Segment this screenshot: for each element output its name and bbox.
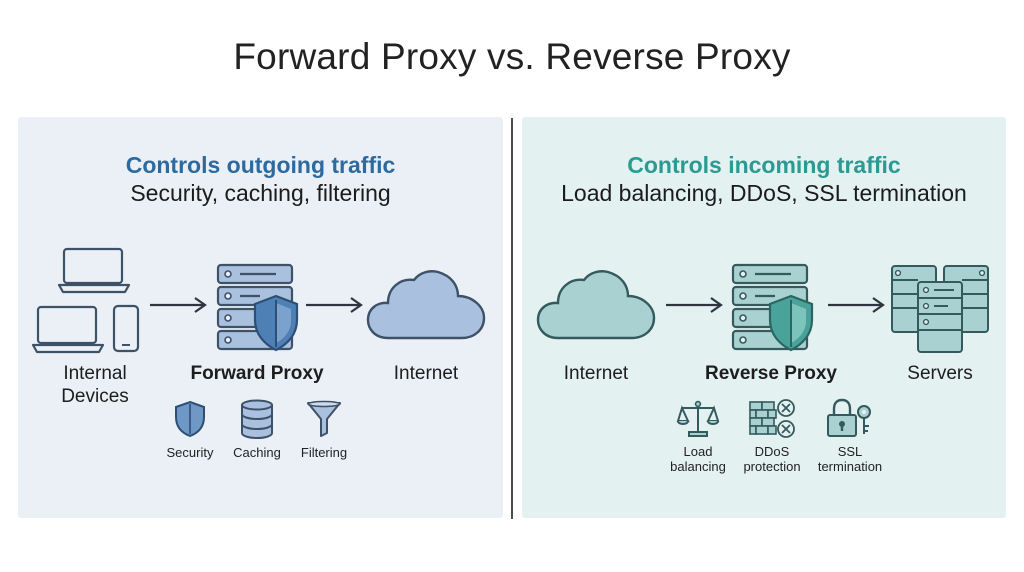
forward-heading: Controls outgoing traffic bbox=[125, 152, 396, 178]
reverse-proxy-label: Reverse Proxy bbox=[704, 363, 838, 384]
feature-filtering-label: Filtering bbox=[300, 445, 348, 460]
shield-icon bbox=[253, 294, 299, 352]
cloud-icon bbox=[536, 270, 656, 340]
firewall-icon bbox=[749, 399, 795, 438]
phone-icon bbox=[112, 304, 140, 353]
arrow-right-icon bbox=[150, 297, 207, 313]
feature-load-label-2: balancing bbox=[670, 459, 726, 474]
forward-internet-label: Internet bbox=[393, 363, 459, 384]
feature-ssl-label-1: SSL bbox=[837, 444, 863, 459]
devices-label-line2: Devices bbox=[61, 386, 129, 407]
arrow-right-icon bbox=[828, 297, 885, 313]
laptop-icon bbox=[57, 247, 131, 294]
servers-icon bbox=[891, 265, 989, 353]
feature-ddos-label-1: DDoS bbox=[754, 444, 790, 459]
devices-label-line1: Internal bbox=[63, 363, 127, 384]
reverse-heading: Controls incoming traffic bbox=[627, 152, 901, 178]
shield-icon bbox=[175, 400, 205, 438]
database-icon bbox=[241, 399, 273, 440]
reverse-internet-label: Internet bbox=[563, 363, 629, 384]
feature-caching-label: Caching bbox=[233, 445, 281, 460]
panel-divider bbox=[511, 118, 513, 519]
arrow-right-icon bbox=[666, 297, 723, 313]
reverse-subheading: Load balancing, DDoS, SSL termination bbox=[561, 180, 967, 206]
lock-key-icon bbox=[827, 398, 871, 437]
feature-ddos-label-2: protection bbox=[743, 459, 801, 474]
laptop-icon bbox=[31, 305, 105, 354]
arrow-right-icon bbox=[306, 297, 363, 313]
feature-security-label: Security bbox=[166, 445, 214, 460]
servers-label: Servers bbox=[907, 363, 973, 384]
funnel-icon bbox=[307, 400, 341, 437]
feature-ssl-label-2: termination bbox=[817, 459, 883, 474]
scale-icon bbox=[676, 400, 720, 437]
shield-icon bbox=[768, 294, 814, 352]
cloud-icon bbox=[366, 270, 486, 340]
feature-load-label-1: Load bbox=[683, 444, 713, 459]
page-title: Forward Proxy vs. Reverse Proxy bbox=[233, 36, 791, 77]
forward-subheading: Security, caching, filtering bbox=[130, 180, 391, 206]
forward-proxy-label: Forward Proxy bbox=[190, 363, 324, 384]
